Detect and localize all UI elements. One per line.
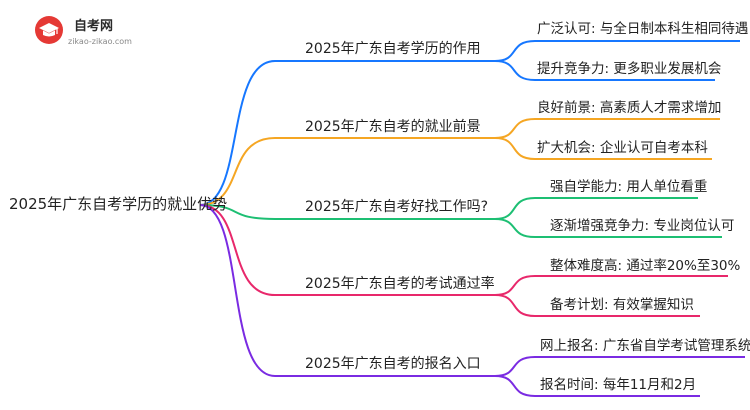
connector-root-branch-4 — [199, 204, 495, 296]
leaf-2-2: 扩大机会: 企业认可自考本科 — [537, 140, 708, 156]
branch-3-label: 2025年广东自考好找工作吗? — [305, 199, 489, 215]
connector-branch-2-leaf-2 — [494, 137, 712, 160]
site-logo: 自考网 zikao-zikao.com — [34, 10, 154, 50]
leaf-4-1: 整体难度高: 通过率20%至30% — [550, 258, 741, 274]
connector-branch-4-leaf-1 — [494, 275, 728, 296]
connector-root-branch-5 — [199, 204, 495, 377]
leaf-5-2: 报名时间: 每年11月和2月 — [540, 377, 697, 393]
mindmap-root: 2025年广东自考学历的就业优势 — [9, 195, 228, 213]
logo-title: 自考网 — [74, 19, 114, 34]
logo-url: zikao-zikao.com — [68, 37, 132, 46]
branch-5-label: 2025年广东自考的报名入口 — [305, 356, 481, 372]
connector-branch-3-leaf-1 — [494, 197, 698, 220]
leaf-1-2: 提升竞争力: 更多职业发展机会 — [537, 61, 722, 77]
branch-4-label: 2025年广东自考的考试通过率 — [305, 276, 495, 292]
leaf-1-1: 广泛认可: 与全日制本科生相同待遇 — [537, 21, 749, 37]
branch-2-label: 2025年广东自考的就业前景 — [305, 119, 481, 135]
leaf-3-1: 强自学能力: 用人单位看重 — [550, 179, 708, 195]
leaf-3-2: 逐渐增强竞争力: 专业岗位认可 — [550, 218, 735, 234]
leaf-5-1: 网上报名: 广东省自学考试管理系统 — [540, 338, 750, 354]
connector-branch-2-leaf-1 — [494, 118, 720, 139]
connector-branch-5-leaf-2 — [494, 375, 700, 397]
graduation-cap-icon — [35, 16, 63, 44]
connector-branch-5-leaf-1 — [494, 356, 745, 377]
connector-branch-4-leaf-2 — [494, 294, 700, 317]
connector-root-branch-1 — [199, 60, 495, 206]
connector-branch-1-leaf-2 — [494, 60, 715, 81]
branch-1-label: 2025年广东自考学历的作用 — [305, 41, 481, 57]
leaf-2-1: 良好前景: 高素质人才需求增加 — [537, 100, 722, 116]
connector-branch-3-leaf-2 — [494, 218, 722, 238]
connector-branch-1-leaf-1 — [494, 40, 740, 62]
leaf-4-2: 备考计划: 有效掌握知识 — [550, 297, 694, 313]
connector-root-branch-3 — [199, 204, 495, 220]
connector-root-branch-2 — [199, 137, 495, 206]
